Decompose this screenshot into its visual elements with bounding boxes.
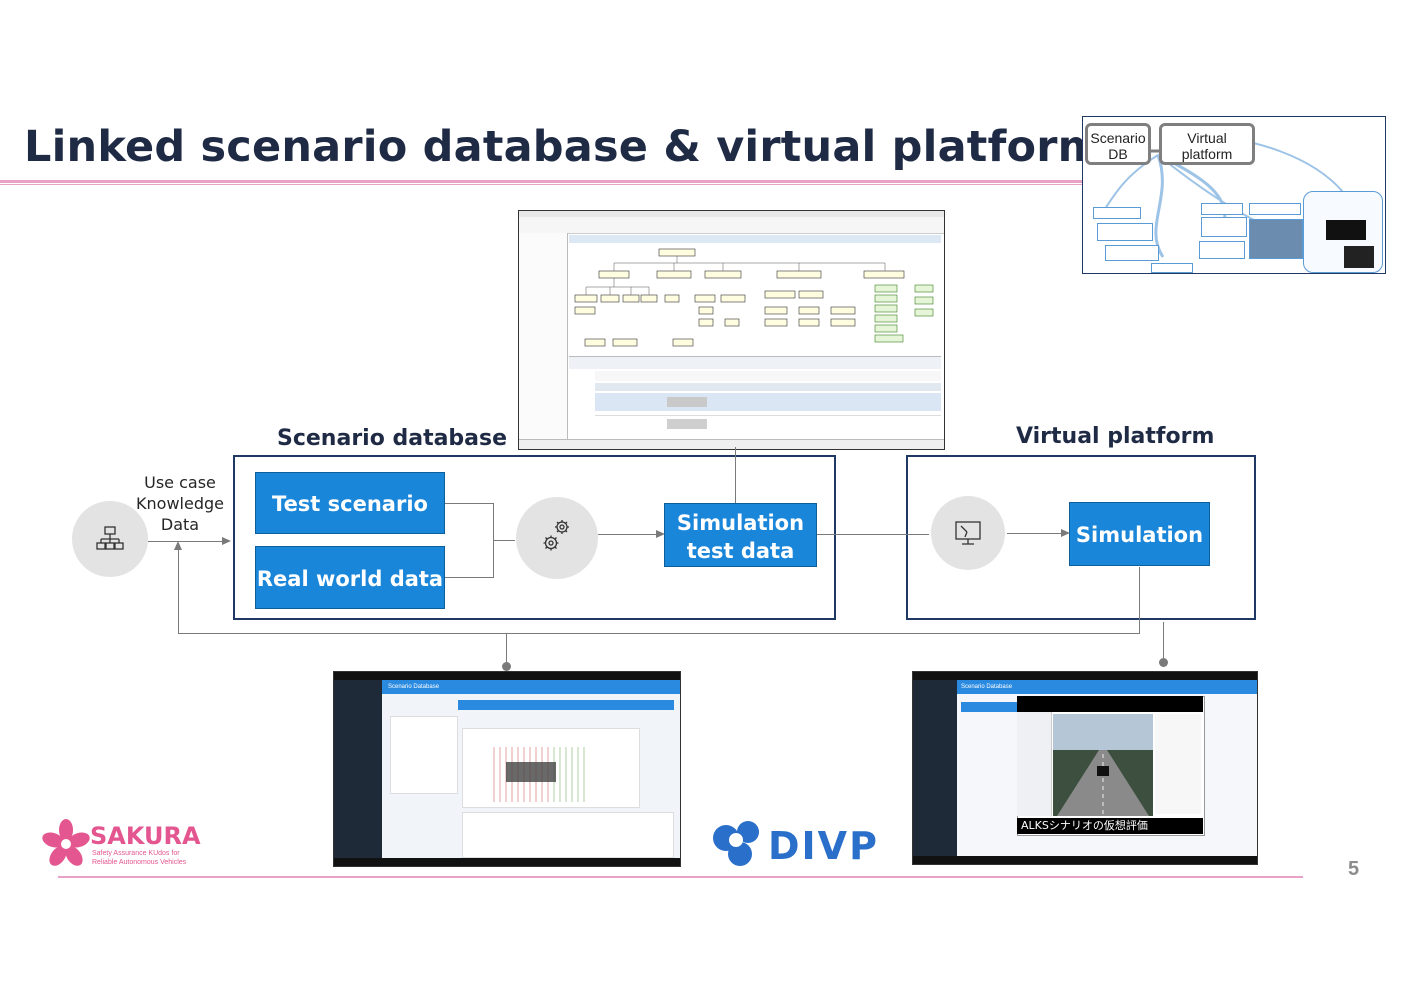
inset-node xyxy=(1093,207,1141,219)
sakura-tagline-2: Reliable Autonomous Vehicles xyxy=(92,859,187,866)
inset-cluster xyxy=(1303,191,1383,273)
use-case-line3: Data xyxy=(160,515,200,534)
title-underline xyxy=(0,180,1085,183)
connector xyxy=(148,541,222,542)
scenario-database-web-screenshot: Scenario Database xyxy=(333,671,681,867)
pin-line xyxy=(1163,622,1164,660)
pin-line xyxy=(506,634,507,666)
connector xyxy=(493,540,515,541)
hierarchy-icon xyxy=(96,526,124,550)
connector xyxy=(445,503,493,504)
inset-node xyxy=(1199,241,1245,259)
feedback-line xyxy=(1139,567,1140,633)
arrowhead xyxy=(656,530,665,538)
overview-inset: Scenario DB Virtual platform xyxy=(1082,116,1386,274)
gears-circle xyxy=(516,497,598,579)
connector xyxy=(817,534,929,535)
right-screen-header: Scenario Database xyxy=(961,684,1013,690)
monitor-circle xyxy=(931,496,1005,570)
use-case-line2: Knowledge xyxy=(136,494,224,513)
inset-node xyxy=(1097,223,1153,241)
connector xyxy=(598,534,656,535)
divp-logo: DIVP xyxy=(710,818,877,870)
sakura-flower-icon xyxy=(42,819,90,866)
arrowhead xyxy=(174,541,182,550)
inset-node xyxy=(1201,217,1247,237)
inset-node xyxy=(1201,203,1243,215)
page-title: Linked scenario database & virtual platf… xyxy=(24,122,1103,172)
feedback-line xyxy=(178,633,1140,634)
connector xyxy=(1007,533,1061,534)
title-underline-thin xyxy=(0,184,1085,185)
road-render xyxy=(1053,714,1153,816)
mini-chart xyxy=(493,747,585,802)
sakura-text: SAKURA xyxy=(90,822,201,850)
connector xyxy=(445,577,493,578)
arrowhead xyxy=(1061,529,1070,537)
pin-dot xyxy=(1159,658,1168,667)
sakura-tagline-1: Safety Assurance KUdos for xyxy=(92,850,180,857)
use-case-circle xyxy=(72,501,148,577)
simulation-test-data-box: Simulation test data xyxy=(664,503,817,567)
connector xyxy=(735,447,736,503)
inset-dark-image xyxy=(1344,246,1374,268)
divp-text: DIVP xyxy=(768,824,879,868)
footer-rule xyxy=(58,876,1303,878)
inset-node xyxy=(1105,245,1159,261)
left-screen-header: Scenario Database xyxy=(388,684,440,690)
tree-diagram xyxy=(574,248,934,347)
scenario-database-heading: Scenario database xyxy=(277,426,508,451)
simulation-test-data-line2: test data xyxy=(686,539,795,563)
video-caption: ALKSシナリオの仮想評価 xyxy=(1017,818,1203,834)
inset-node xyxy=(1151,263,1193,273)
use-case-label: Use case Knowledge Data xyxy=(128,472,232,535)
inset-node xyxy=(1249,203,1301,215)
arrowhead xyxy=(222,537,231,545)
inset-road-image xyxy=(1249,219,1303,259)
simulation-box: Simulation xyxy=(1069,502,1210,566)
real-world-data-box: Real world data xyxy=(255,546,445,609)
virtual-platform-heading: Virtual platform xyxy=(1016,424,1215,449)
page-number: 5 xyxy=(1348,858,1360,880)
gears-icon xyxy=(543,520,569,551)
feedback-line xyxy=(178,549,179,633)
inset-virtual-platform: Virtual platform xyxy=(1159,123,1255,165)
scenario-tool-screenshot xyxy=(518,210,945,450)
inset-dark-image xyxy=(1326,220,1366,240)
use-case-line1: Use case xyxy=(144,473,216,492)
simulation-test-data-line1: Simulation xyxy=(676,511,805,535)
monitor-icon xyxy=(955,521,981,545)
virtual-platform-web-screenshot: Scenario Database ALKSシナリオの仮想評価 xyxy=(912,671,1258,865)
sakura-logo: SAKURA Safety Assurance KUdos for Reliab… xyxy=(42,818,201,872)
inset-scenario-db: Scenario DB xyxy=(1085,123,1151,165)
test-scenario-box: Test scenario xyxy=(255,472,445,534)
pin-dot xyxy=(502,662,511,671)
divp-mark-icon xyxy=(713,821,759,866)
